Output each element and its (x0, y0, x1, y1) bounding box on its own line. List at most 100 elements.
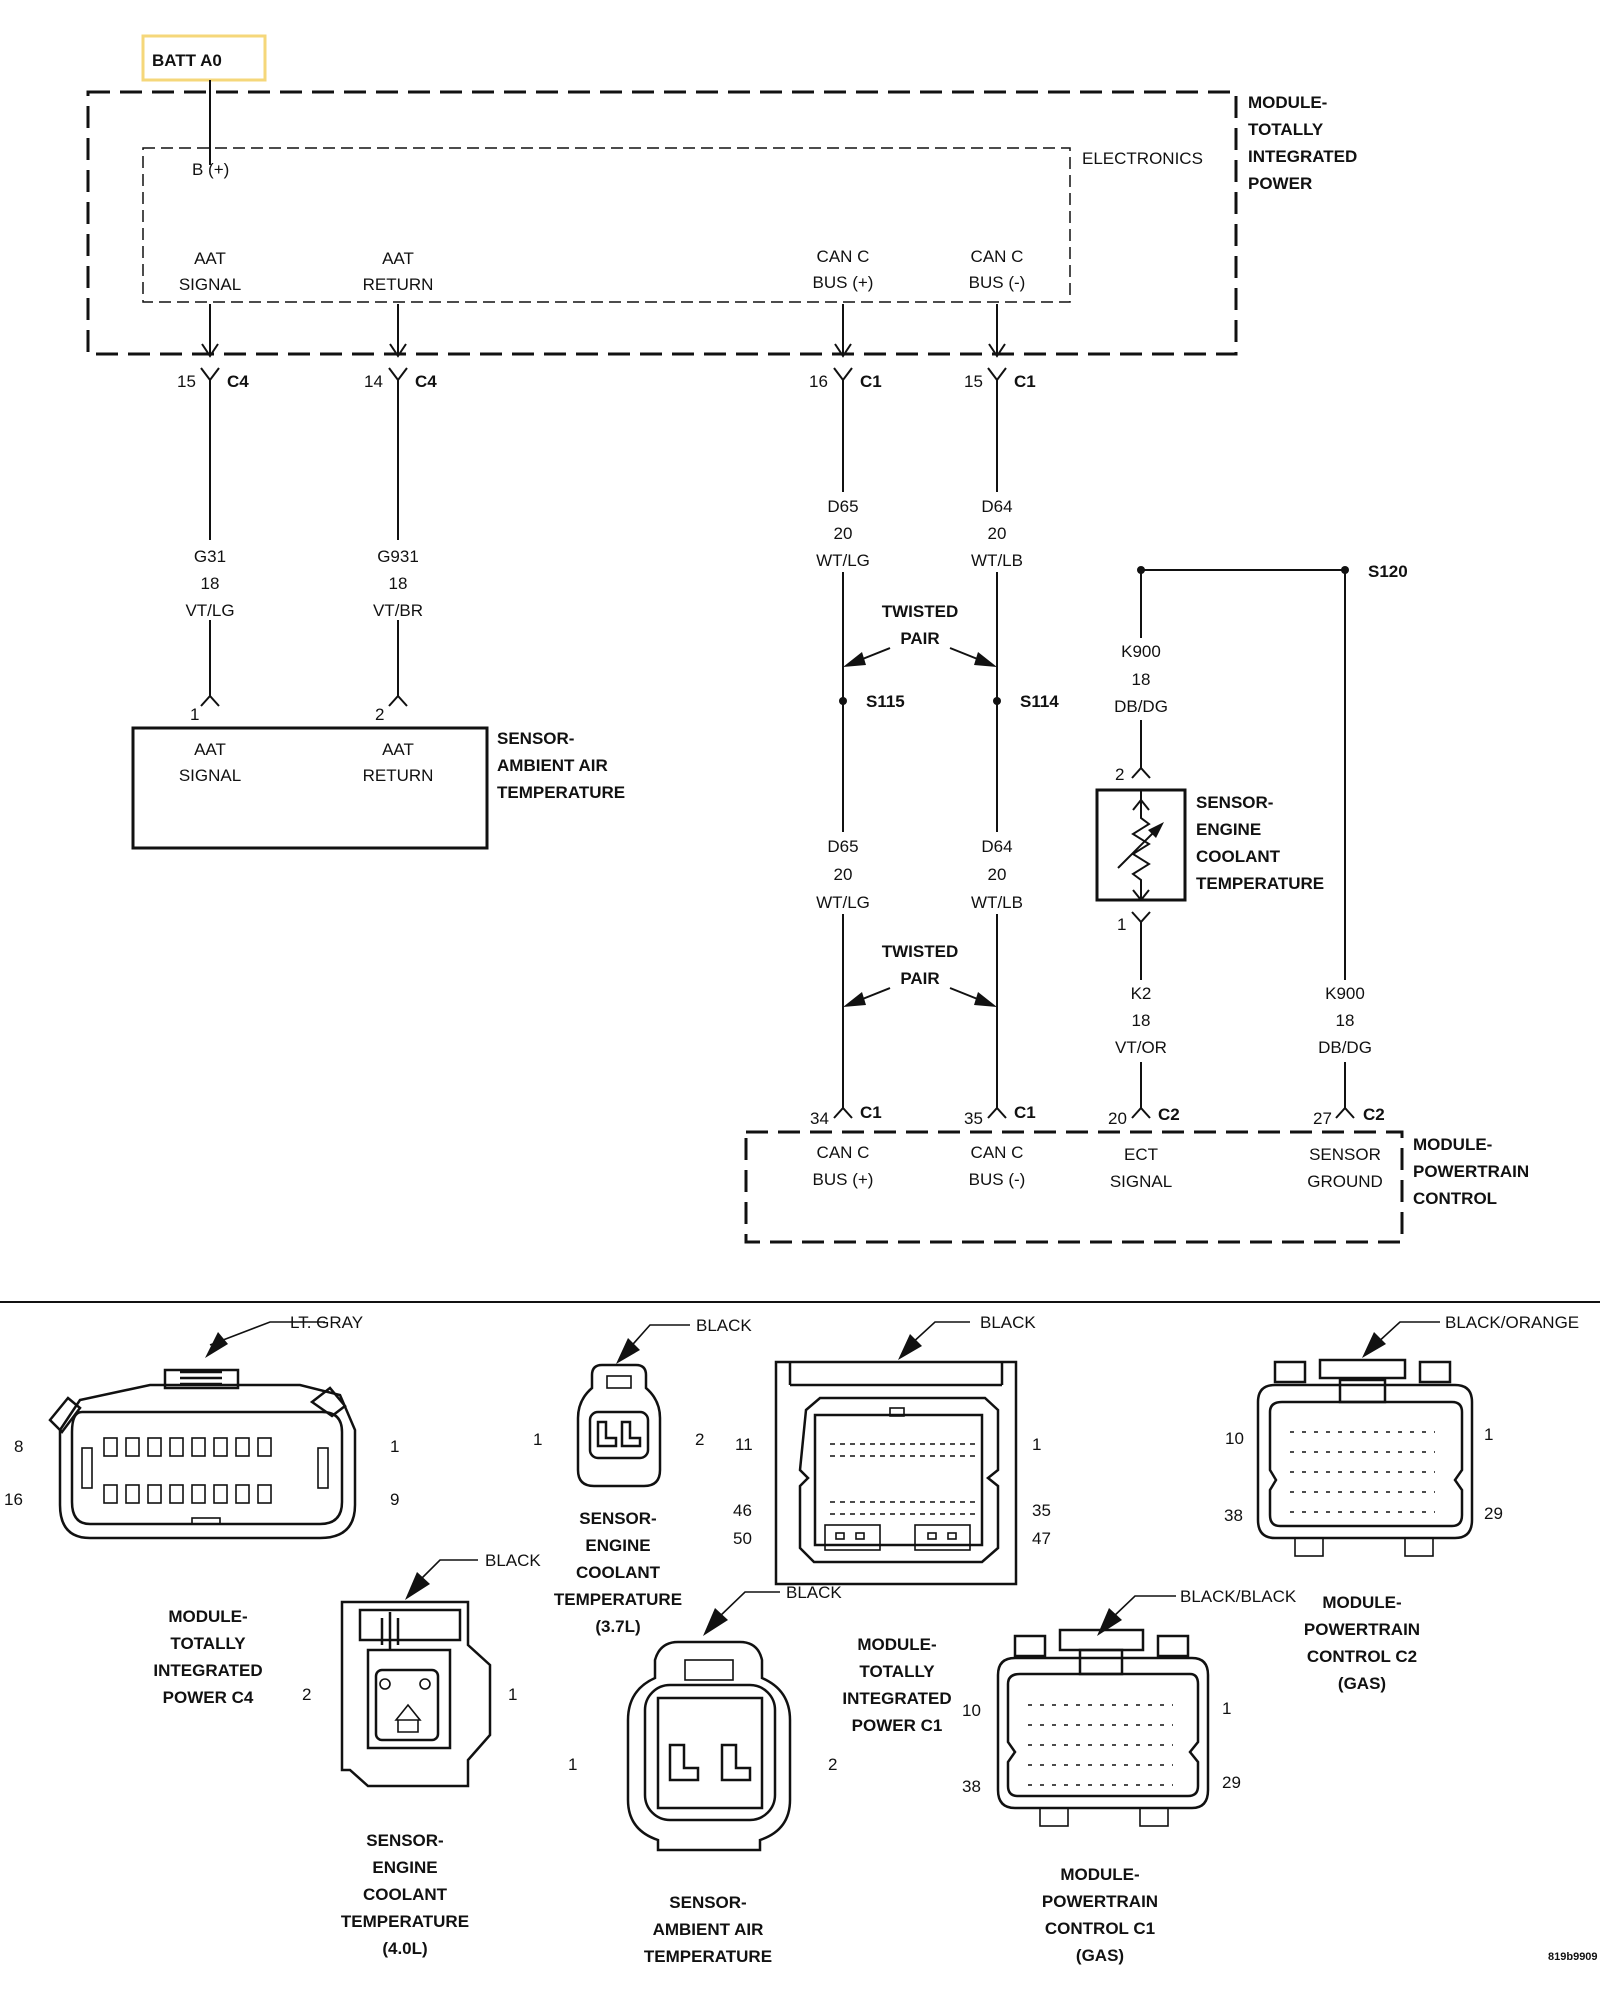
splice-s115 (839, 697, 847, 705)
svg-text:POWER: POWER (1248, 174, 1312, 193)
label-tipm-c1: MODULE- TOTALLY INTEGRATED POWER C1 (842, 1635, 951, 1735)
svg-text:MODULE-: MODULE- (1413, 1135, 1492, 1154)
svg-text:RETURN: RETURN (363, 766, 434, 785)
svg-text:AMBIENT AIR: AMBIENT AIR (653, 1920, 764, 1939)
aat-sensor-box (131, 726, 489, 850)
connector-tipm-c4: LT. GRAY 8 1 16 9 (4, 1313, 399, 1540)
label-d64-upper: D64 20 WT/LB (959, 492, 1035, 572)
wire-aat-return (388, 304, 408, 707)
svg-text:C1: C1 (1014, 372, 1036, 391)
svg-text:POWERTRAIN: POWERTRAIN (1413, 1162, 1529, 1181)
svg-text:WT/LB: WT/LB (971, 551, 1023, 570)
svg-text:1: 1 (1222, 1699, 1231, 1718)
svg-text:TWISTED: TWISTED (882, 602, 959, 621)
svg-text:CAN C: CAN C (971, 247, 1024, 266)
svg-text:WT/LG: WT/LG (816, 893, 870, 912)
svg-text:16: 16 (809, 372, 828, 391)
label-d65-lower: D65 20 WT/LG (805, 832, 881, 914)
svg-text:MODULE-: MODULE- (168, 1607, 247, 1626)
svg-text:DB/DG: DB/DG (1318, 1038, 1372, 1057)
svg-text:TWISTED: TWISTED (882, 942, 959, 961)
wire-can-plus-upper (833, 304, 853, 1108)
svg-text:C1: C1 (860, 1103, 882, 1122)
svg-text:11: 11 (735, 1435, 753, 1454)
aat-sensor-pins: AAT SIGNAL AAT RETURN (179, 740, 434, 785)
svg-text:C2: C2 (1158, 1105, 1180, 1124)
svg-text:16: 16 (4, 1490, 23, 1509)
svg-text:BLACK: BLACK (786, 1583, 842, 1602)
svg-text:VT/BR: VT/BR (373, 601, 423, 620)
aat-sensor-name: SENSOR- AMBIENT AIR TEMPERATURE (497, 729, 625, 802)
svg-text:G931: G931 (377, 547, 419, 566)
svg-text:LT. GRAY: LT. GRAY (290, 1313, 363, 1332)
svg-text:SIGNAL: SIGNAL (179, 766, 241, 785)
svg-text:S120: S120 (1368, 562, 1408, 581)
svg-text:AAT: AAT (194, 249, 226, 268)
svg-text:1: 1 (190, 705, 199, 724)
svg-text:1: 1 (390, 1437, 399, 1456)
svg-text:SENSOR: SENSOR (1309, 1145, 1381, 1164)
connector-ect-4-0l: BLACK 2 1 (302, 1551, 541, 1788)
connector-aat: BLACK 1 2 (568, 1583, 842, 1852)
svg-text:38: 38 (962, 1777, 981, 1796)
label-pcm-c1: MODULE- POWERTRAIN CONTROL C1 (GAS) (1042, 1865, 1158, 1965)
svg-text:CAN C: CAN C (971, 1143, 1024, 1162)
svg-text:2: 2 (828, 1755, 837, 1774)
svg-text:TEMPERATURE: TEMPERATURE (644, 1947, 772, 1966)
svg-text:POWER C4: POWER C4 (163, 1688, 254, 1707)
svg-text:TEMPERATURE: TEMPERATURE (1196, 874, 1324, 893)
pcm-pins: CAN C BUS (+) CAN C BUS (-) ECT SIGNAL S… (813, 1143, 1383, 1191)
svg-text:C4: C4 (415, 372, 437, 391)
thermistor-icon (1117, 790, 1164, 902)
tipm-electronics-box (142, 147, 1071, 303)
label-pcm-c2: MODULE- POWERTRAIN CONTROL C2 (GAS) (1304, 1593, 1420, 1693)
svg-text:(GAS): (GAS) (1338, 1674, 1386, 1693)
svg-text:BLACK: BLACK (696, 1316, 752, 1335)
svg-text:35: 35 (1032, 1501, 1051, 1520)
svg-text:SENSOR-: SENSOR- (579, 1509, 656, 1528)
svg-text:2: 2 (695, 1430, 704, 1449)
connector-pcm-c1: BLACK/BLACK 10 1 38 29 (962, 1587, 1297, 1827)
svg-text:1: 1 (1117, 915, 1126, 934)
svg-text:BLACK/BLACK: BLACK/BLACK (1180, 1587, 1297, 1606)
svg-text:GROUND: GROUND (1307, 1172, 1383, 1191)
svg-text:9: 9 (390, 1490, 399, 1509)
svg-text:TOTALLY: TOTALLY (1248, 120, 1324, 139)
bplus-label: B (+) (192, 160, 229, 179)
label-g931: G931 18 VT/BR (360, 540, 436, 620)
svg-text:BLACK: BLACK (980, 1313, 1036, 1332)
label-g31: G31 18 VT/LG (175, 540, 245, 620)
svg-text:AAT: AAT (194, 740, 226, 759)
wire-aat-signal (200, 304, 220, 707)
svg-text:D65: D65 (827, 497, 858, 516)
svg-text:10: 10 (1225, 1429, 1244, 1448)
svg-text:VT/OR: VT/OR (1115, 1038, 1167, 1057)
svg-text:35: 35 (964, 1109, 983, 1128)
svg-text:2: 2 (302, 1685, 311, 1704)
svg-text:WT/LG: WT/LG (816, 551, 870, 570)
svg-text:(3.7L): (3.7L) (595, 1617, 640, 1636)
svg-text:WT/LB: WT/LB (971, 893, 1023, 912)
svg-text:SENSOR-: SENSOR- (366, 1831, 443, 1850)
svg-text:CAN C: CAN C (817, 1143, 870, 1162)
svg-text:PAIR: PAIR (900, 629, 939, 648)
svg-text:29: 29 (1222, 1773, 1241, 1792)
tipm-pin-aat-signal: AAT SIGNAL (179, 249, 241, 294)
svg-text:18: 18 (1132, 670, 1151, 689)
svg-text:BUS (-): BUS (-) (969, 1170, 1026, 1189)
svg-text:C1: C1 (1014, 1103, 1036, 1122)
svg-text:20: 20 (834, 524, 853, 543)
svg-text:S114: S114 (1020, 692, 1059, 711)
svg-text:G31: G31 (194, 547, 226, 566)
label-ect-4-0l: SENSOR- ENGINE COOLANT TEMPERATURE (4.0L… (341, 1831, 469, 1958)
twisted-pair-upper: TWISTED PAIR (843, 602, 997, 667)
svg-text:PAIR: PAIR (900, 969, 939, 988)
svg-text:CONTROL: CONTROL (1413, 1189, 1497, 1208)
svg-text:SENSOR-: SENSOR- (497, 729, 574, 748)
label-d64-lower: D64 20 WT/LB (959, 832, 1035, 914)
svg-text:SENSOR-: SENSOR- (669, 1893, 746, 1912)
svg-text:SENSOR-: SENSOR- (1196, 793, 1273, 812)
svg-text:ENGINE: ENGINE (585, 1536, 650, 1555)
svg-text:1: 1 (1032, 1435, 1041, 1454)
tipm-module-box (86, 90, 1238, 356)
